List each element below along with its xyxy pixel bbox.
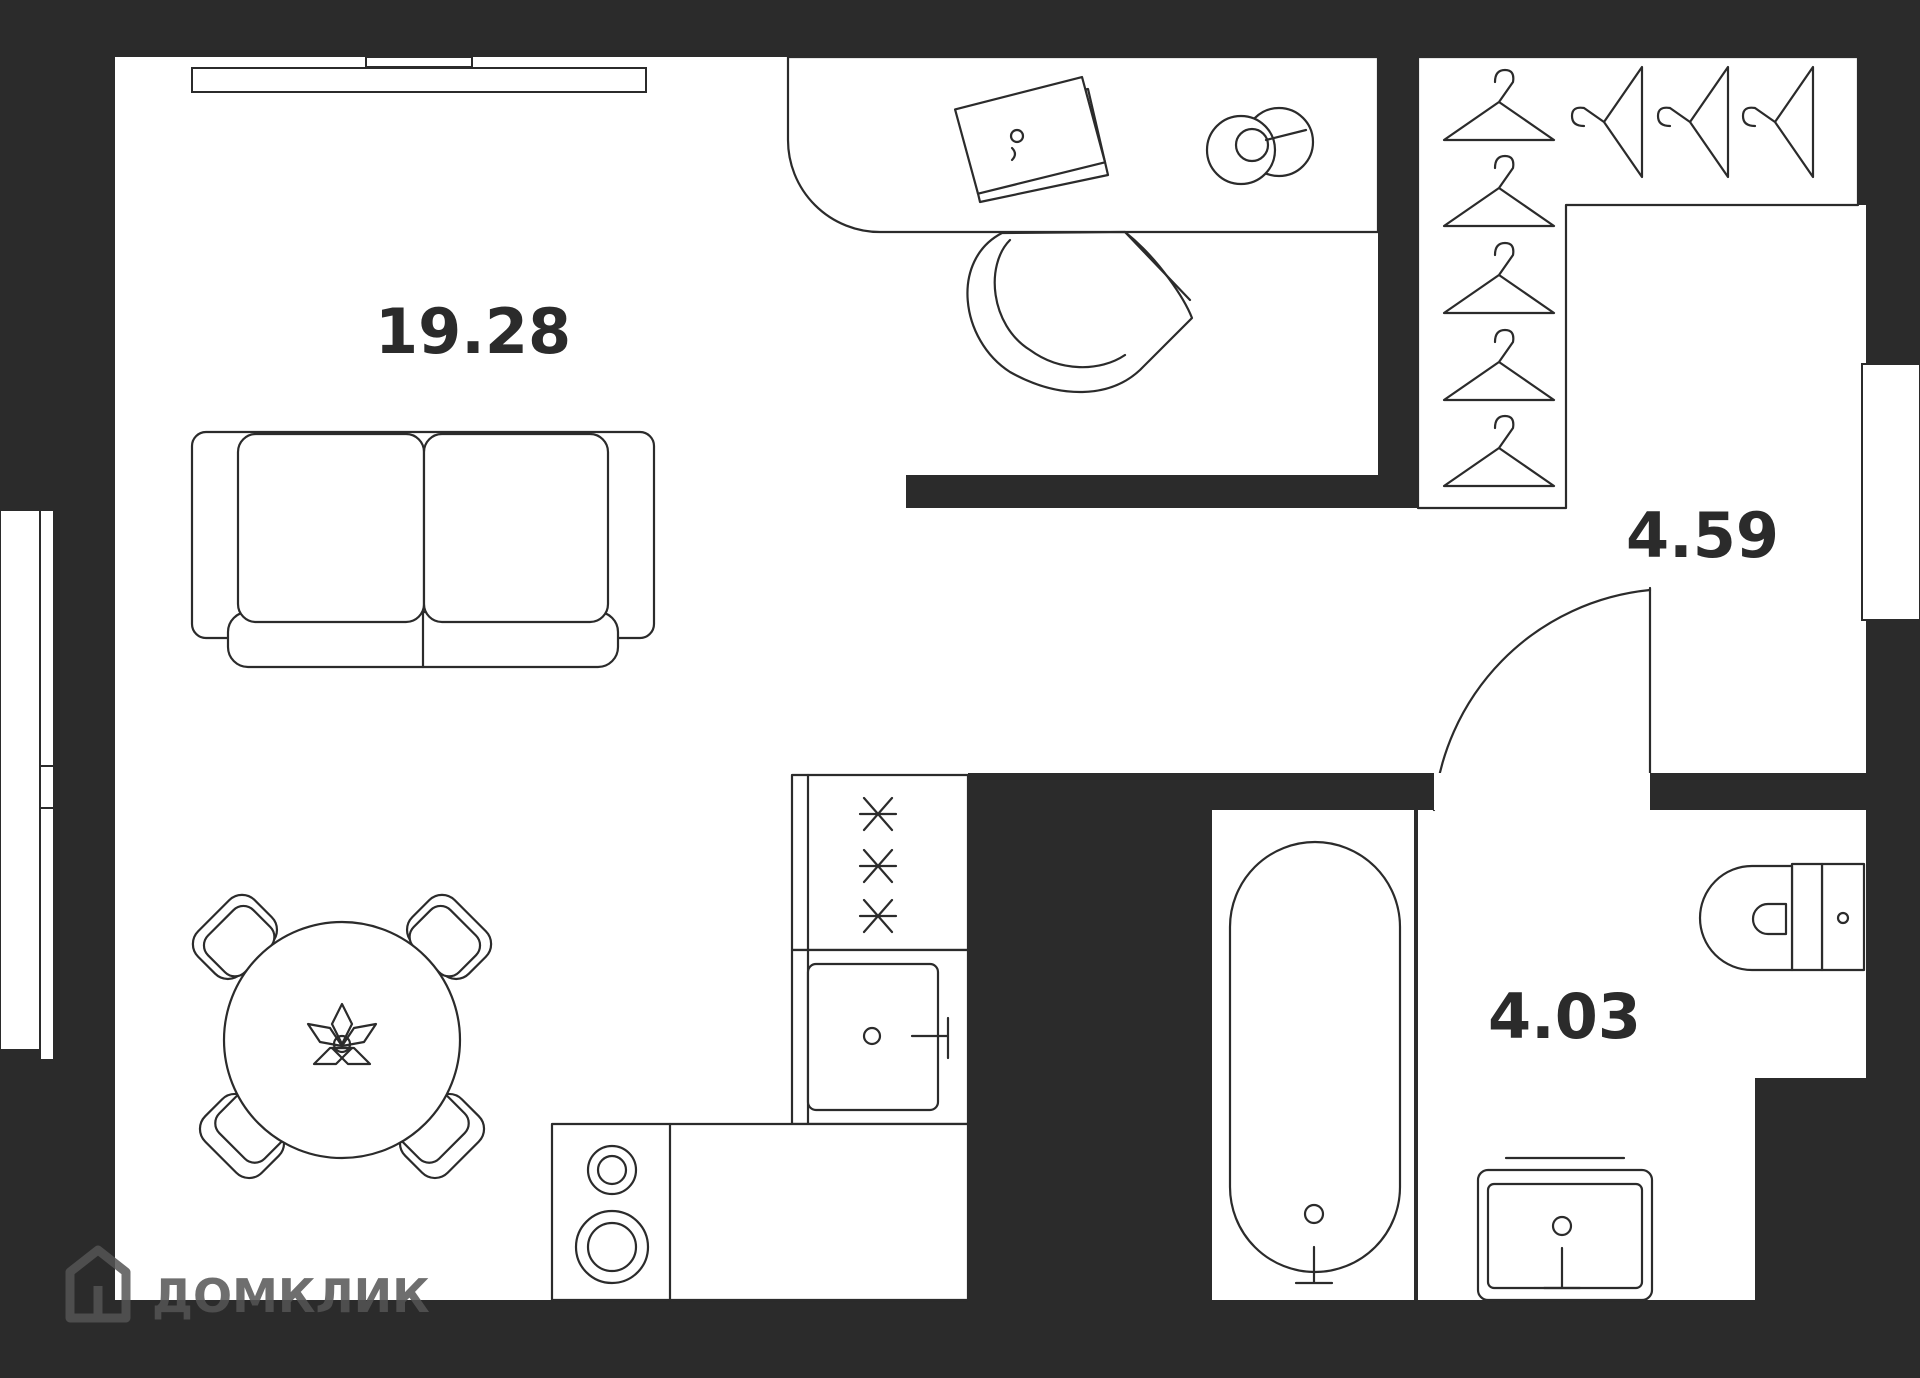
kitchen <box>550 773 970 1302</box>
living-room-area-label: 19.28 <box>375 295 571 368</box>
washing-machine-icon <box>574 1144 650 1285</box>
windows <box>0 56 1920 1061</box>
laptop-icon <box>953 75 1110 204</box>
lamp-icon <box>1205 106 1315 186</box>
house-logo-icon <box>65 1245 131 1323</box>
table-top <box>222 920 462 1160</box>
sofa-icon <box>190 430 656 669</box>
hanger-icons <box>1442 65 1815 488</box>
desk <box>786 55 1380 394</box>
watermark-text: ДОМКЛИК <box>152 1269 430 1323</box>
washbasin-icon <box>1476 1156 1654 1302</box>
bathtub-icon <box>1228 840 1402 1285</box>
dining-table <box>191 893 493 1180</box>
watermark: ДОМКЛИК <box>65 1245 430 1323</box>
office-chair-icon <box>966 230 1194 394</box>
bathroom-fixtures <box>1228 840 1866 1302</box>
burner-icons <box>858 796 898 934</box>
flower-icon <box>306 1002 378 1066</box>
bathroom-area-label: 4.03 <box>1488 980 1641 1053</box>
hall-area-label: 4.59 <box>1626 499 1779 572</box>
door <box>1432 586 1652 812</box>
inner-walls <box>906 57 1866 1300</box>
wardrobe <box>1416 55 1860 510</box>
toilet-icon <box>1698 862 1866 972</box>
